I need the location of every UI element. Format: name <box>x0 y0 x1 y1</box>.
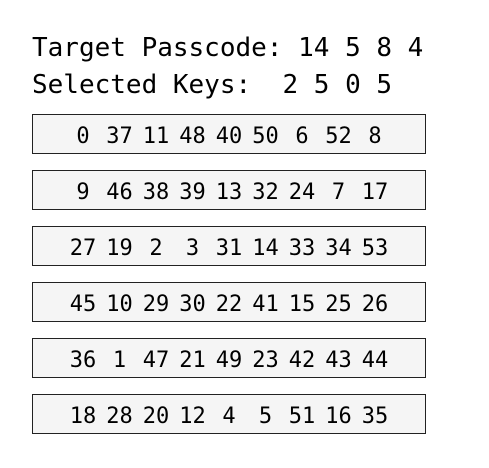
key-button[interactable]: 10 <box>106 292 133 317</box>
key-button[interactable]: 5 <box>258 404 273 429</box>
key-button[interactable]: 17 <box>361 180 389 205</box>
key-button[interactable]: 36 <box>69 348 97 373</box>
key-button[interactable]: 35 <box>361 404 389 429</box>
key-button[interactable]: 47 <box>142 348 170 373</box>
key-button[interactable]: 27 <box>69 236 97 261</box>
key-button[interactable]: 28 <box>106 404 133 429</box>
key-button[interactable]: 42 <box>288 348 316 373</box>
key-button[interactable]: 22 <box>215 292 243 317</box>
selected-keys-line: Selected Keys: 2 5 0 5 <box>32 70 392 100</box>
key-row: 45 10 29 30 22 41 15 25 26 <box>32 282 426 322</box>
key-row: 0 37 11 48 40 50 6 52 8 <box>32 114 426 154</box>
key-button[interactable]: 24 <box>288 180 316 205</box>
key-button[interactable]: 34 <box>325 236 352 261</box>
key-button[interactable]: 52 <box>325 124 352 149</box>
key-button[interactable]: 20 <box>142 404 170 429</box>
key-button[interactable]: 15 <box>288 292 316 317</box>
key-button[interactable]: 23 <box>252 348 279 373</box>
key-button[interactable]: 50 <box>252 124 279 149</box>
key-button[interactable]: 29 <box>142 292 170 317</box>
key-button[interactable]: 1 <box>112 348 127 373</box>
key-button[interactable]: 16 <box>325 404 352 429</box>
key-button[interactable]: 41 <box>252 292 279 317</box>
key-button[interactable]: 7 <box>331 180 346 205</box>
key-button[interactable]: 2 <box>149 236 163 261</box>
key-button[interactable]: 14 <box>252 236 279 261</box>
key-button[interactable]: 18 <box>69 404 97 429</box>
key-button[interactable]: 39 <box>179 180 206 205</box>
key-button[interactable]: 26 <box>361 292 389 317</box>
key-button[interactable]: 11 <box>142 124 170 149</box>
key-button[interactable]: 19 <box>106 236 133 261</box>
key-button[interactable]: 53 <box>361 236 389 261</box>
key-button[interactable]: 13 <box>215 180 243 205</box>
key-button[interactable]: 45 <box>69 292 97 317</box>
key-row: 9 46 38 39 13 32 24 7 17 <box>32 170 426 210</box>
key-button[interactable]: 0 <box>76 124 90 149</box>
key-button[interactable]: 12 <box>179 404 206 429</box>
key-button[interactable]: 8 <box>368 124 382 149</box>
selected-keys-label: Selected Keys: <box>32 70 252 100</box>
selected-keys-value: 2 5 0 5 <box>282 70 393 100</box>
key-button[interactable]: 46 <box>106 180 133 205</box>
key-button[interactable]: 51 <box>288 404 316 429</box>
key-button[interactable]: 40 <box>215 124 243 149</box>
key-button[interactable]: 30 <box>179 292 206 317</box>
key-button[interactable]: 49 <box>215 348 243 373</box>
key-button[interactable]: 44 <box>361 348 389 373</box>
key-button[interactable]: 9 <box>76 180 90 205</box>
key-row: 36 1 47 21 49 23 42 43 44 <box>32 338 426 378</box>
key-button[interactable]: 43 <box>325 348 352 373</box>
key-button[interactable]: 37 <box>106 124 133 149</box>
key-button[interactable]: 48 <box>179 124 206 149</box>
key-button[interactable]: 32 <box>252 180 279 205</box>
key-button[interactable]: 31 <box>215 236 243 261</box>
key-button[interactable]: 6 <box>295 124 309 149</box>
key-button[interactable]: 25 <box>325 292 352 317</box>
key-button[interactable]: 33 <box>288 236 316 261</box>
key-button[interactable]: 4 <box>222 404 236 429</box>
key-button[interactable]: 38 <box>142 180 170 205</box>
target-passcode-line: Target Passcode: 14 5 8 4 <box>32 33 423 63</box>
key-button[interactable]: 3 <box>185 236 200 261</box>
target-passcode-label: Target Passcode: <box>32 33 283 63</box>
target-passcode-value: 14 5 8 4 <box>298 33 424 63</box>
key-button[interactable]: 21 <box>179 348 206 373</box>
